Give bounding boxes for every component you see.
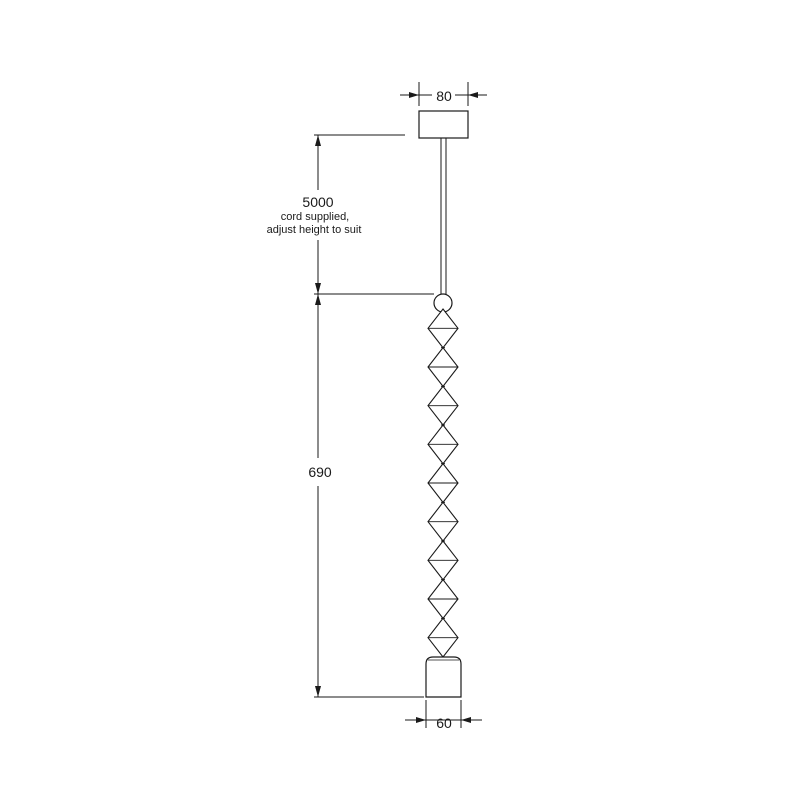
base-cylinder (425, 656, 462, 698)
base-width-dimension: 60 (405, 700, 482, 731)
diamond-bead (427, 385, 459, 426)
base-arrow-right (461, 717, 471, 723)
diamond-bead (427, 540, 459, 581)
cord-length-dimension: 5000 cord supplied, adjust height to sui… (267, 134, 405, 294)
canopy-width-label: 80 (436, 88, 452, 104)
cord-note-line1: cord supplied, (281, 211, 350, 223)
cord-note-line2: adjust height to suit (267, 224, 362, 236)
canopy-arrow-left (409, 92, 419, 98)
diamond-bead (427, 346, 459, 388)
diamond-bead (427, 501, 459, 542)
base-arrow-left (416, 717, 426, 723)
diamond-bead (427, 462, 459, 504)
canopy-arrow-right (468, 92, 478, 98)
cord-arrow-top (315, 135, 321, 146)
base-width-label: 60 (436, 715, 452, 731)
diamond-bead (427, 578, 459, 620)
fixture-height-dimension: 690 (308, 293, 434, 698)
suspension-cord (440, 138, 447, 294)
fixture-arrow-bottom (315, 686, 321, 697)
base-cylinder-body (425, 656, 462, 698)
diamond-bead-stack (427, 308, 459, 658)
fixture-height-label: 690 (308, 464, 332, 480)
cord-length-label: 5000 (302, 194, 333, 210)
diamond-bead (427, 424, 459, 465)
ceiling-canopy (418, 110, 469, 139)
fixture-arrow-top (315, 294, 321, 305)
diamond-bead (427, 617, 459, 658)
cord-arrow-bottom (315, 283, 321, 294)
diamond-bead (427, 308, 459, 349)
canopy-width-dimension: 80 (400, 82, 487, 106)
